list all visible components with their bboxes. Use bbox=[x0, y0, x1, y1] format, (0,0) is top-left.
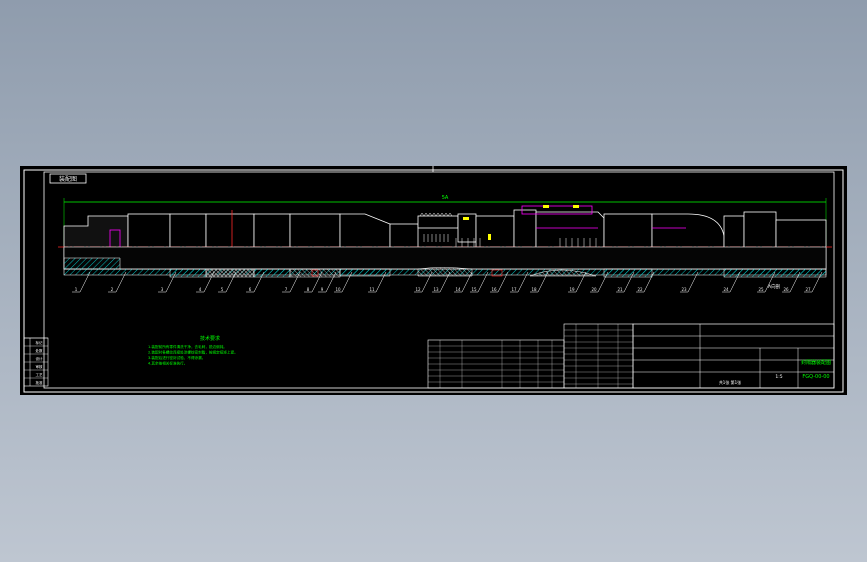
balloon-number: 13 bbox=[433, 287, 439, 292]
balloon-19: 19 bbox=[568, 271, 587, 293]
balloon-number: 11 bbox=[369, 287, 375, 292]
balloon-number: 27 bbox=[805, 287, 811, 292]
revision-row-label: 工艺 bbox=[36, 372, 43, 377]
balloon-22: 22 bbox=[636, 271, 655, 293]
balloon-9: 9 bbox=[318, 271, 337, 293]
balloon-number: 6 bbox=[249, 287, 252, 292]
balloon-11: 11 bbox=[368, 271, 387, 293]
section-label: A向剖 bbox=[768, 283, 781, 290]
title-block: 封隔器装配图 FGQ-00-00 1:5 共1张 第1张 bbox=[632, 323, 835, 389]
balloon-number: 23 bbox=[681, 287, 687, 292]
balloon-number: 25 bbox=[758, 287, 764, 292]
balloon-14: 14 bbox=[454, 271, 473, 293]
balloon-10: 10 bbox=[334, 271, 353, 293]
balloon-number: 5 bbox=[221, 287, 224, 292]
balloon-6: 6 bbox=[246, 271, 265, 293]
revision-row-label: 设计 bbox=[36, 356, 43, 361]
balloon-number: 17 bbox=[511, 287, 517, 292]
cad-drawing-viewport[interactable]: 装配图 5A bbox=[20, 166, 847, 395]
balloon-number: 15 bbox=[471, 287, 477, 292]
sheet-border bbox=[23, 169, 844, 393]
balloon-13: 13 bbox=[432, 271, 451, 293]
balloon-number: 1 bbox=[75, 287, 78, 292]
balloon-3: 3 bbox=[158, 271, 177, 293]
balloon-17: 17 bbox=[510, 271, 529, 293]
revision-row-label: 标记 bbox=[36, 340, 43, 345]
drawing-name: 封隔器装配图 bbox=[801, 359, 831, 366]
balloon-12: 12 bbox=[414, 271, 433, 293]
balloon-4: 4 bbox=[196, 271, 215, 293]
overall-length: 5A bbox=[442, 195, 449, 201]
balloon-number: 22 bbox=[637, 287, 643, 292]
balloon-2: 2 bbox=[108, 271, 127, 293]
revision-row-label: 审核 bbox=[36, 364, 43, 369]
balloon-number: 12 bbox=[415, 287, 421, 292]
balloon-number: 19 bbox=[569, 287, 575, 292]
balloon-number: 26 bbox=[783, 287, 789, 292]
scale-value: 1:5 bbox=[775, 374, 782, 380]
balloon-number: 24 bbox=[723, 287, 729, 292]
balloon-number: 21 bbox=[617, 287, 623, 292]
balloon-number: 20 bbox=[591, 287, 597, 292]
balloon-20: 20 bbox=[590, 271, 609, 293]
balloon-number: 3 bbox=[161, 287, 164, 292]
balloon-23: 23 bbox=[680, 271, 699, 293]
balloon-number: 7 bbox=[285, 287, 288, 292]
drawing-number: FGQ-00-00 bbox=[802, 374, 829, 380]
note-line: 1.装配前所有零件清洗干净，去毛刺，锐边倒钝。 bbox=[148, 344, 227, 349]
balloon-25: 25 bbox=[757, 271, 776, 293]
balloon-16: 16 bbox=[490, 271, 509, 293]
parts-list bbox=[427, 323, 634, 389]
frame-title: 装配图 bbox=[59, 175, 77, 183]
balloon-1: 1 bbox=[72, 271, 91, 293]
balloon-number: 18 bbox=[531, 287, 537, 292]
note-line: 3.装配后进行密封试验，不得渗漏。 bbox=[148, 355, 205, 360]
frame-title-box: 装配图 bbox=[49, 173, 87, 184]
notes-title: 技术要求 bbox=[200, 335, 220, 342]
balloon-number: 16 bbox=[491, 287, 497, 292]
balloon-number: 2 bbox=[111, 287, 114, 292]
balloon-number: 10 bbox=[335, 287, 341, 292]
balloon-7: 7 bbox=[282, 271, 301, 293]
balloon-18: 18 bbox=[530, 271, 549, 293]
balloon-number: 14 bbox=[455, 287, 461, 292]
tool-section-view bbox=[63, 246, 827, 278]
seal-rings bbox=[463, 205, 579, 240]
balloon-number: 8 bbox=[307, 287, 310, 292]
balloon-27: 27 bbox=[804, 271, 823, 293]
balloon-number: 4 bbox=[199, 287, 202, 292]
balloon-8: 8 bbox=[304, 271, 323, 293]
thread-detail bbox=[419, 212, 597, 250]
assembly-drawing: 装配图 5A bbox=[23, 166, 844, 393]
balloon-number: 9 bbox=[321, 287, 324, 292]
balloon-15: 15 bbox=[470, 271, 489, 293]
balloon-21: 21 bbox=[616, 271, 635, 293]
note-line: 2.装配时各螺纹连接处涂螺纹密封脂，按规定扭矩上紧。 bbox=[148, 350, 238, 355]
balloon-26: 26 bbox=[782, 271, 801, 293]
note-line: 4.其余按相关标准执行。 bbox=[148, 361, 187, 366]
revision-row-label: 批准 bbox=[36, 380, 43, 385]
balloon-5: 5 bbox=[218, 271, 237, 293]
technical-notes: 技术要求 1.装配前所有零件清洗干净，去毛刺，锐边倒钝。2.装配时各螺纹连接处涂… bbox=[148, 335, 238, 366]
revision-row-label: 处数 bbox=[36, 348, 43, 353]
balloon-24: 24 bbox=[722, 271, 741, 293]
sheet-count: 共1张 第1张 bbox=[719, 379, 741, 385]
